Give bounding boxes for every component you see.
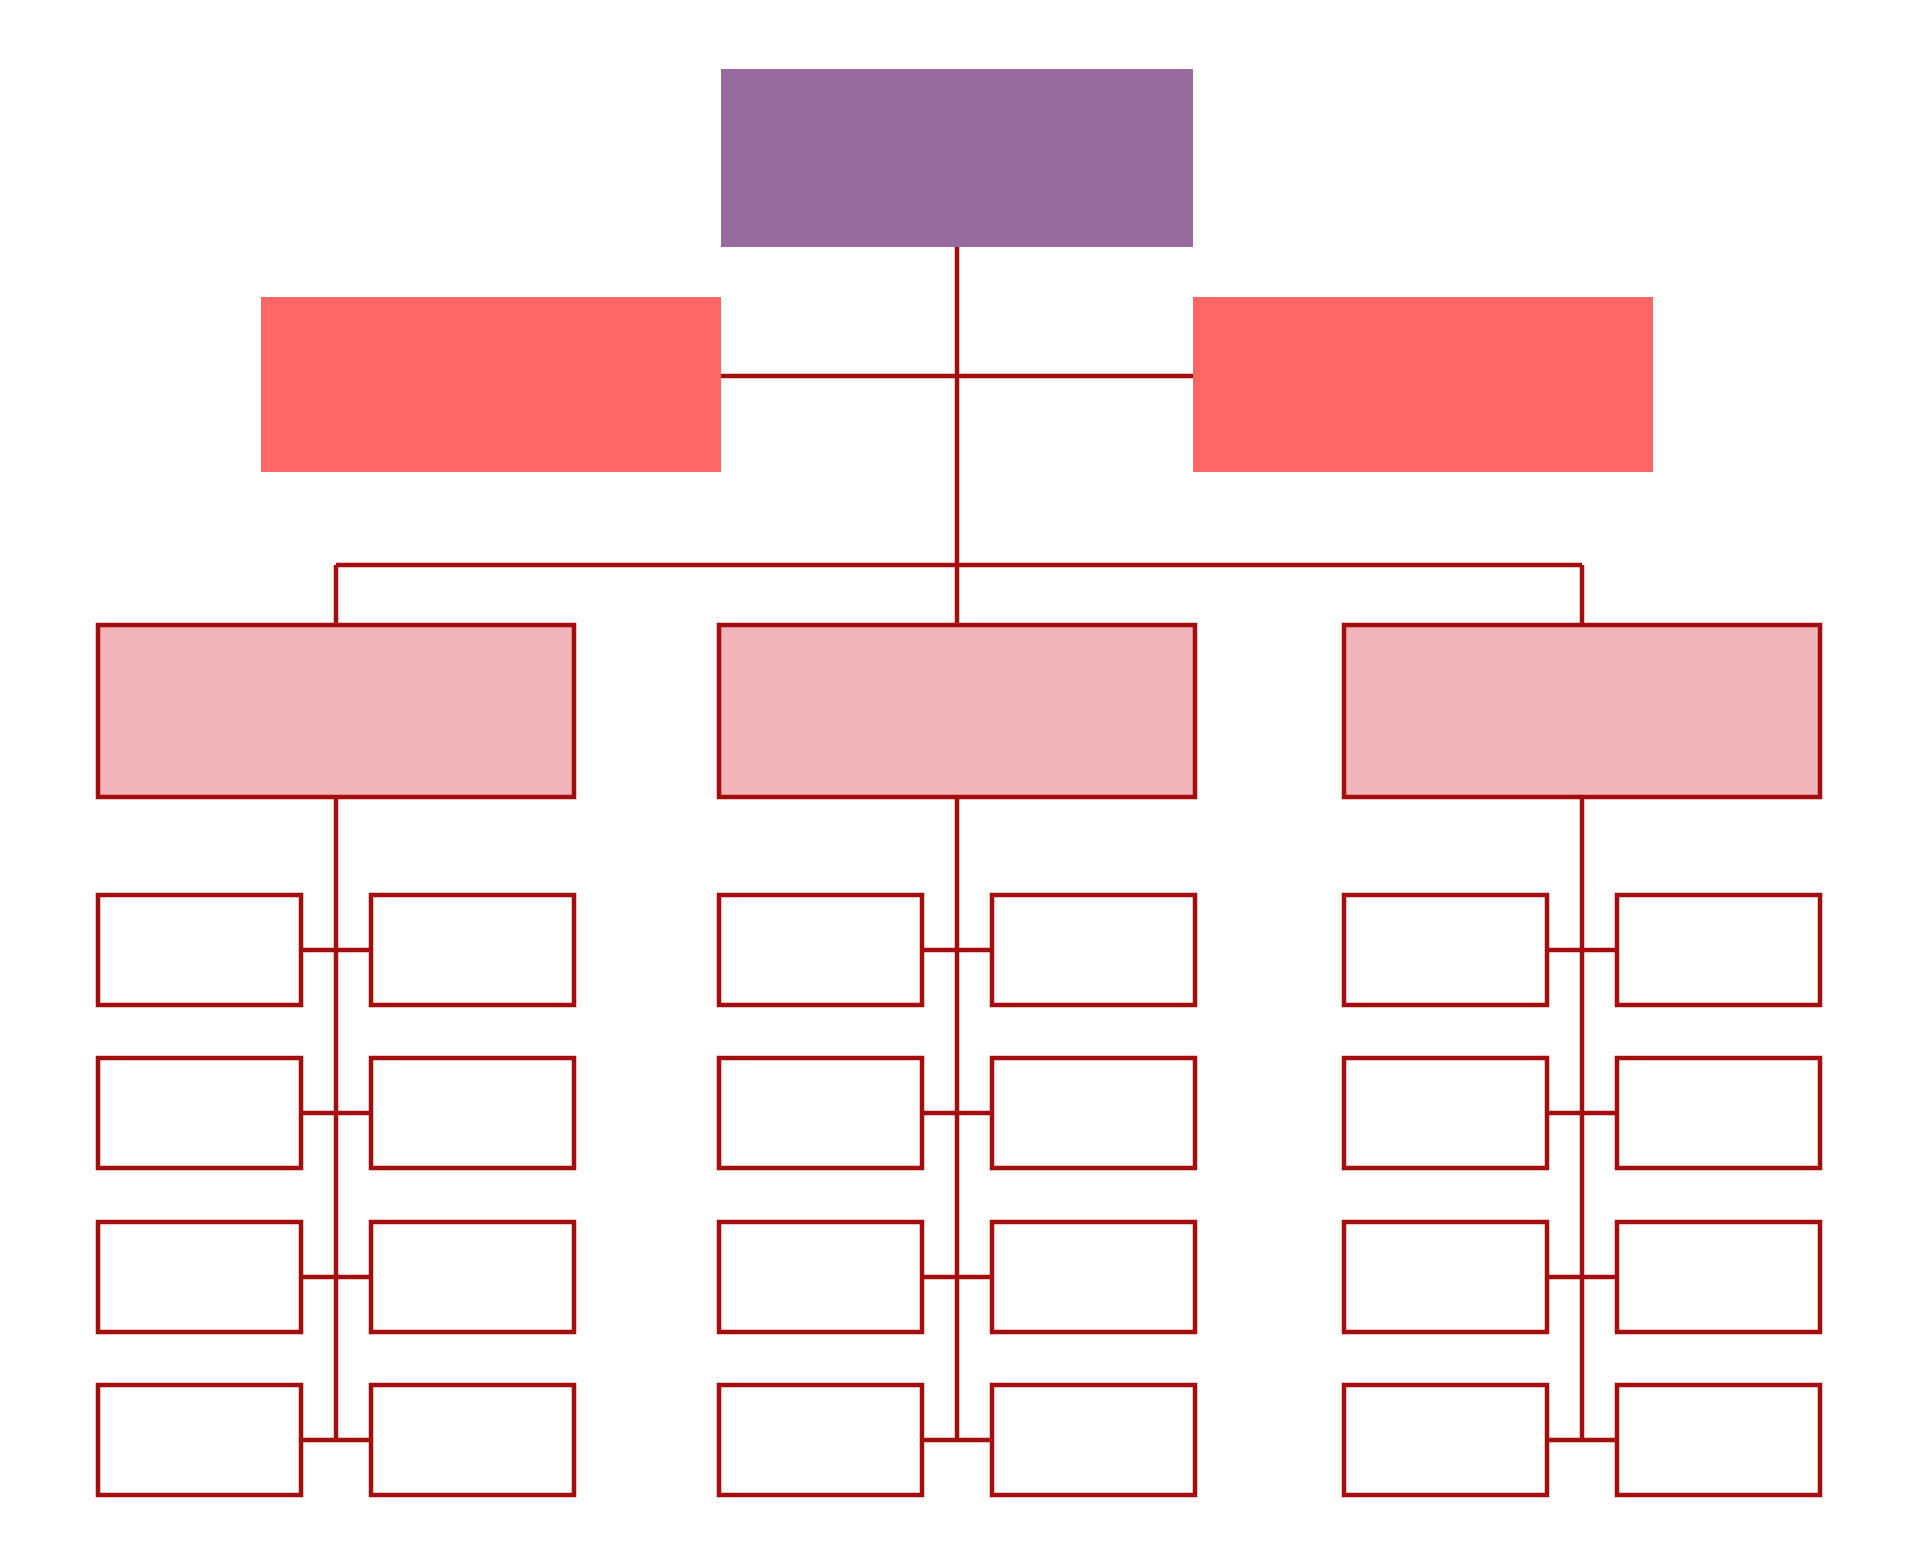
org-node-leaf-middle-r4-a (716, 1382, 925, 1498)
org-node-box-leaf-middle-r1-b (989, 892, 1198, 1008)
org-node-leaf-right-r3-b (1614, 1219, 1823, 1335)
org-node-leaf-right-r4-a (1341, 1382, 1550, 1498)
org-node-leaf-left-r1-b (368, 892, 577, 1008)
org-node-leaf-middle-r4-b (989, 1382, 1198, 1498)
org-node-box-leaf-middle-r1-a (716, 892, 925, 1008)
org-node-box-leaf-right-r3-b (1614, 1219, 1823, 1335)
org-node-box-leaf-right-r4-b (1614, 1382, 1823, 1498)
org-node-leaf-left-r2-b (368, 1055, 577, 1171)
org-node-box-leaf-right-r1-a (1341, 892, 1550, 1008)
org-node-leaf-right-r3-a (1341, 1219, 1550, 1335)
org-node-leaf-right-r1-a (1341, 892, 1550, 1008)
org-node-box-leaf-middle-r3-a (716, 1219, 925, 1335)
org-node-box-leaf-right-r4-a (1341, 1382, 1550, 1498)
org-node-leaf-right-r1-b (1614, 892, 1823, 1008)
org-node-box-root (721, 69, 1193, 247)
org-node-box-leaf-right-r2-a (1341, 1055, 1550, 1171)
org-node-box-leaf-middle-r4-b (989, 1382, 1198, 1498)
org-node-box-leaf-left-r3-b (368, 1219, 577, 1335)
org-node-box-leaf-left-r4-a (95, 1382, 304, 1498)
org-node-box-assistant-right (1193, 297, 1653, 472)
org-node-leaf-middle-r3-b (989, 1219, 1198, 1335)
org-node-leaf-middle-r2-a (716, 1055, 925, 1171)
org-node-box-leaf-middle-r2-b (989, 1055, 1198, 1171)
org-node-box-leaf-right-r2-b (1614, 1055, 1823, 1171)
org-node-assistant-left (261, 297, 721, 472)
org-node-leaf-left-r4-a (95, 1382, 304, 1498)
org-node-branch-middle (716, 622, 1198, 800)
org-node-leaf-middle-r3-a (716, 1219, 925, 1335)
org-node-box-leaf-middle-r4-a (716, 1382, 925, 1498)
org-node-root (721, 69, 1193, 247)
org-node-leaf-left-r3-b (368, 1219, 577, 1335)
org-node-box-assistant-left (261, 297, 721, 472)
org-node-box-leaf-left-r1-a (95, 892, 304, 1008)
org-node-leaf-left-r2-a (95, 1055, 304, 1171)
org-node-branch-left (95, 622, 577, 800)
org-node-leaf-right-r2-b (1614, 1055, 1823, 1171)
org-node-leaf-right-r2-a (1341, 1055, 1550, 1171)
org-node-leaf-middle-r1-b (989, 892, 1198, 1008)
org-node-box-leaf-middle-r2-a (716, 1055, 925, 1171)
org-node-box-leaf-middle-r3-b (989, 1219, 1198, 1335)
org-node-leaf-left-r1-a (95, 892, 304, 1008)
org-node-box-leaf-right-r1-b (1614, 892, 1823, 1008)
org-node-box-leaf-left-r3-a (95, 1219, 304, 1335)
org-node-box-leaf-left-r2-a (95, 1055, 304, 1171)
org-node-box-branch-left (95, 622, 577, 800)
org-node-leaf-left-r4-b (368, 1382, 577, 1498)
org-node-box-leaf-right-r3-a (1341, 1219, 1550, 1335)
org-node-box-leaf-left-r1-b (368, 892, 577, 1008)
org-node-leaf-right-r4-b (1614, 1382, 1823, 1498)
org-node-leaf-middle-r2-b (989, 1055, 1198, 1171)
org-node-leaf-middle-r1-a (716, 892, 925, 1008)
org-node-box-leaf-left-r4-b (368, 1382, 577, 1498)
org-node-box-branch-middle (716, 622, 1198, 800)
org-node-assistant-right (1193, 297, 1653, 472)
org-node-box-leaf-left-r2-b (368, 1055, 577, 1171)
org-node-branch-right (1341, 622, 1823, 800)
org-node-leaf-left-r3-a (95, 1219, 304, 1335)
org-node-box-branch-right (1341, 622, 1823, 800)
